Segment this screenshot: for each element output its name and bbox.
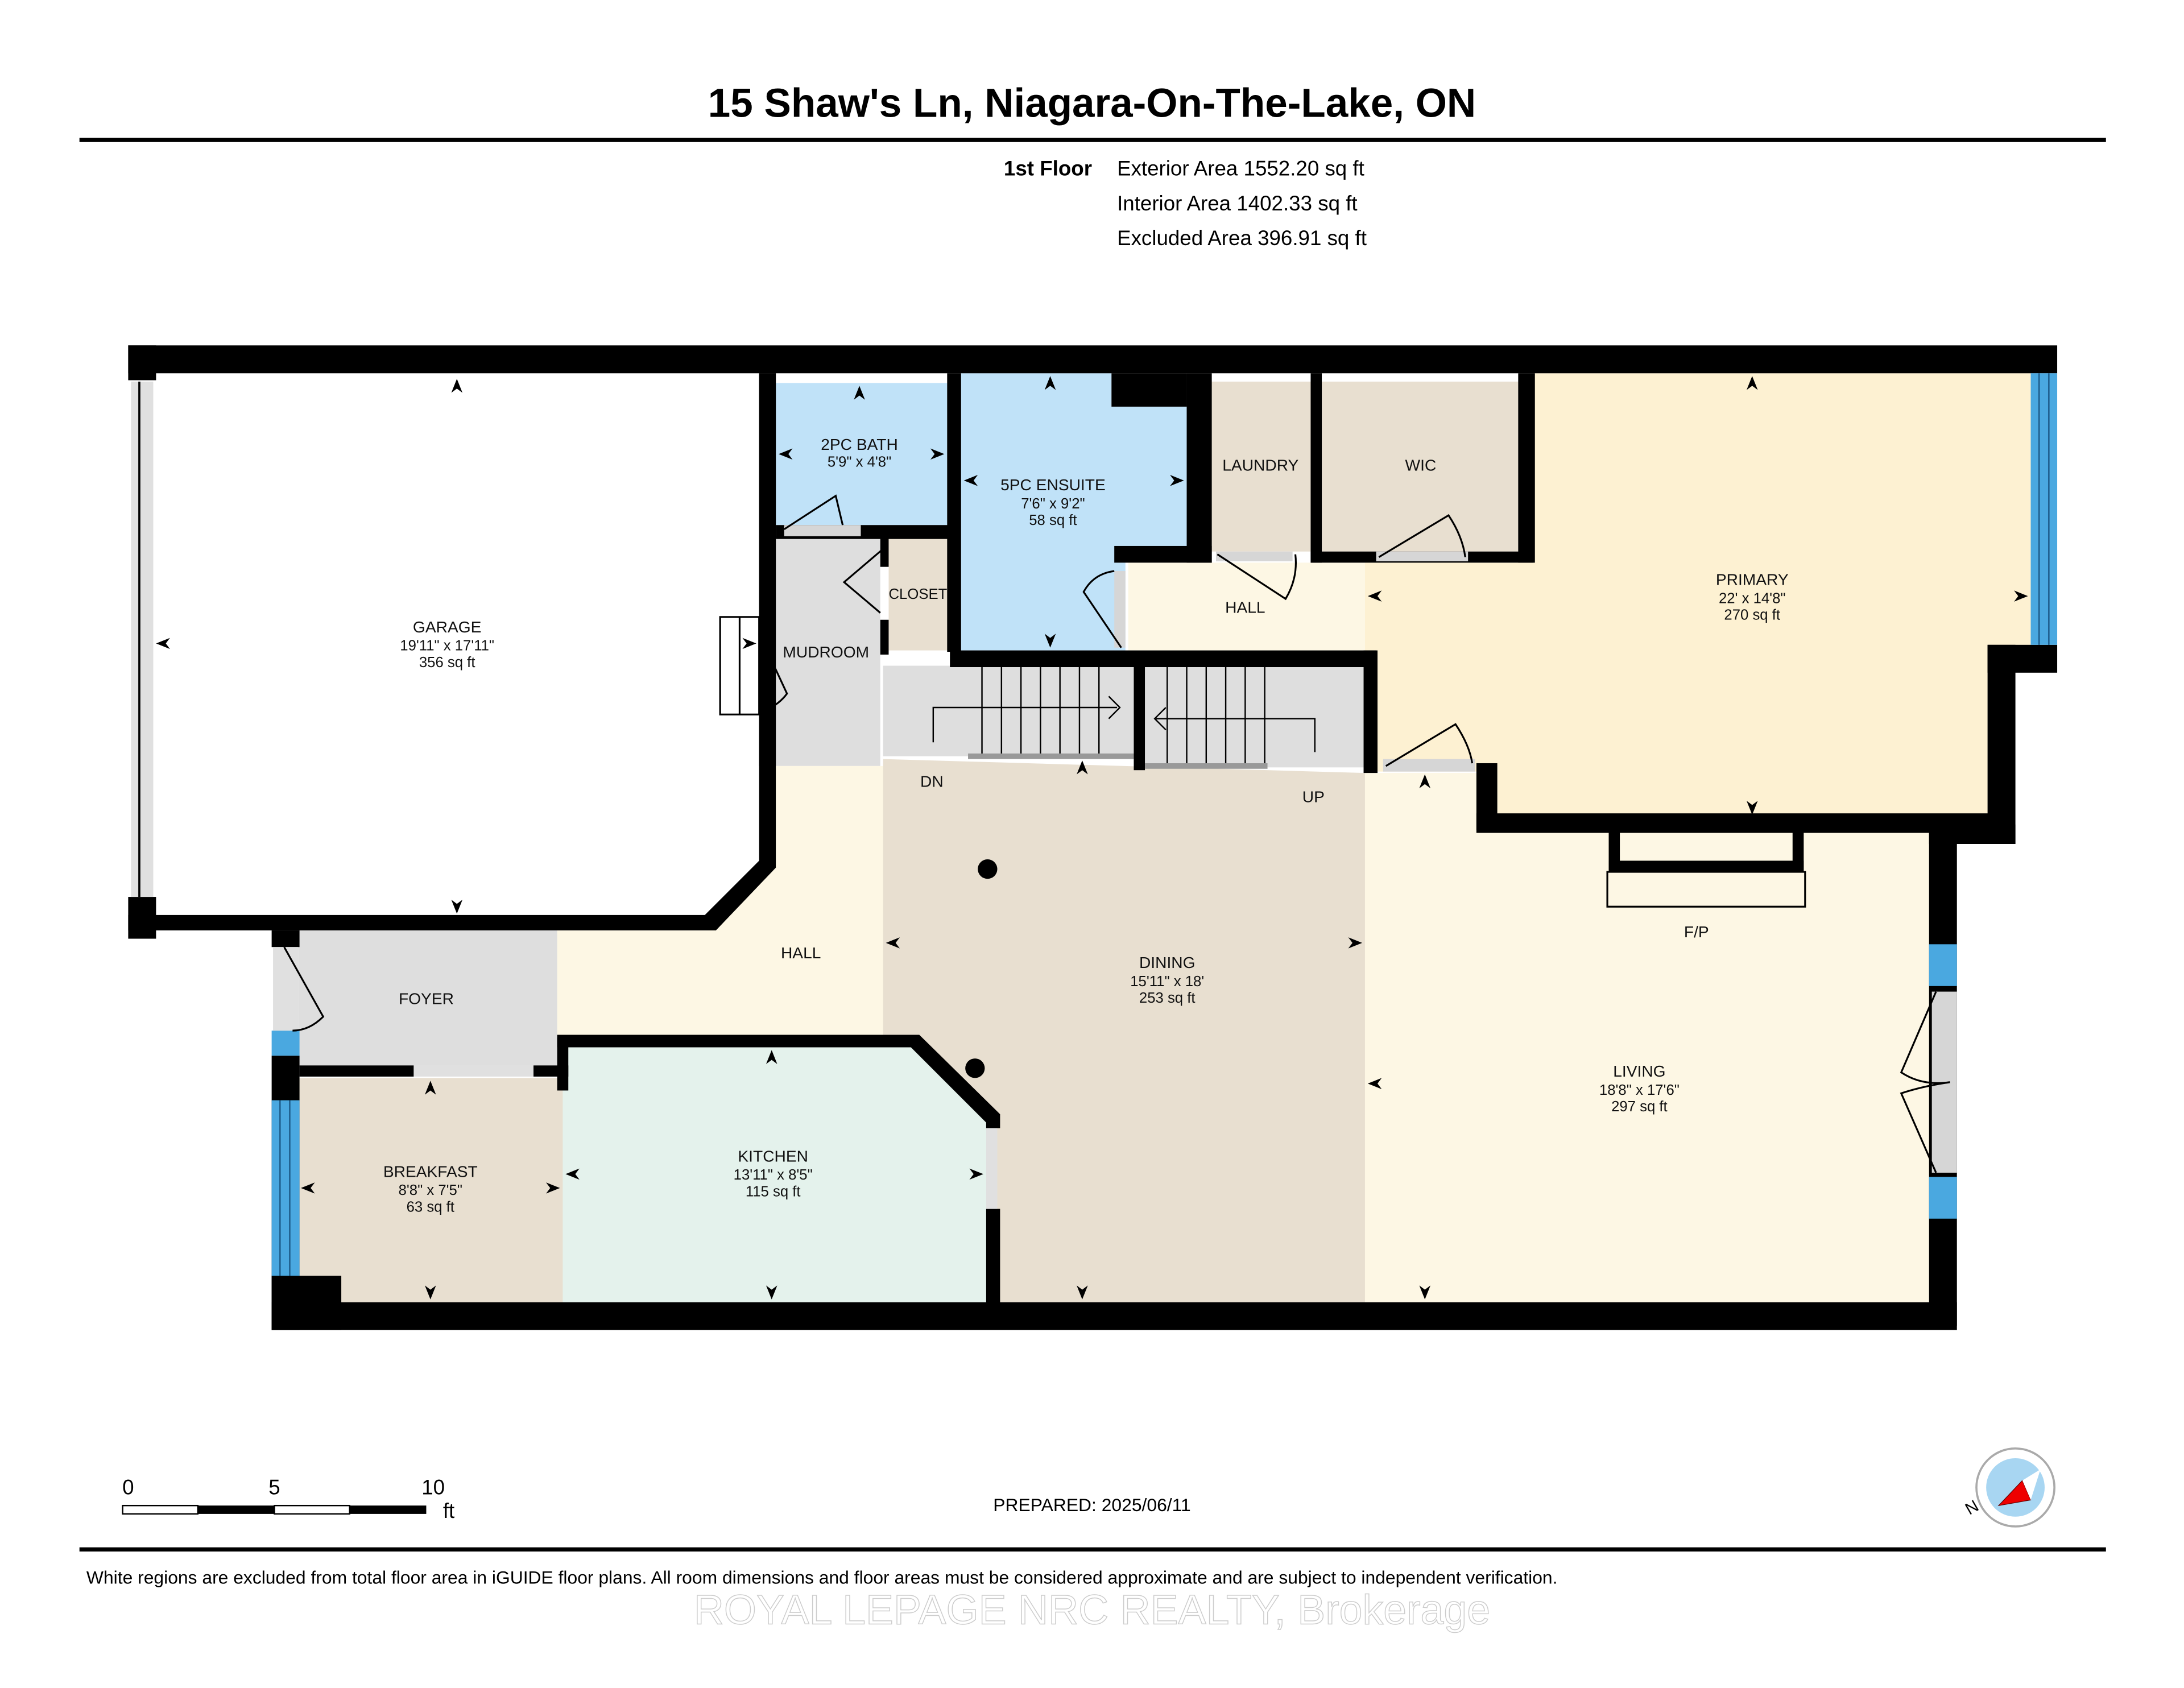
room-label-hall-upper: HALL (1225, 598, 1265, 616)
svg-text:22' x 14'8": 22' x 14'8" (1719, 590, 1786, 606)
room-5pc-ensuite[interactable] (961, 373, 1187, 651)
svg-text:15'11" x 18': 15'11" x 18' (1130, 974, 1204, 990)
room-mudroom[interactable] (776, 536, 880, 766)
scale-bar: 0 5 10 ft (122, 1476, 454, 1522)
room-laundry[interactable] (1211, 381, 1311, 552)
watermark: ROYAL LEPAGE NRC REALTY, Brokerage (694, 1586, 1490, 1633)
svg-text:8'8" x 7'5": 8'8" x 7'5" (399, 1182, 462, 1198)
room-label-laundry: LAUNDRY (1222, 457, 1298, 474)
room-label-kitchen: KITCHEN (738, 1147, 808, 1165)
stair-treads (932, 665, 1806, 908)
exterior-area: Exterior Area 1552.20 sq ft (1117, 157, 1364, 180)
room-label-hall-lower: HALL (781, 944, 821, 962)
room-foyer[interactable] (298, 930, 557, 1067)
room-label-dining: DINING (1139, 954, 1196, 971)
floor-label: 1st Floor (1004, 157, 1092, 180)
prepared-date: PREPARED: 2025/06/11 (993, 1495, 1190, 1515)
stairs-up[interactable] (1145, 665, 1364, 768)
svg-text:253 sq ft: 253 sq ft (1139, 990, 1196, 1006)
svg-text:18'8" x 17'6": 18'8" x 17'6" (1599, 1082, 1680, 1098)
column-dining (978, 859, 998, 879)
interior-area: Interior Area 1402.33 sq ft (1117, 192, 1358, 215)
svg-text:7'6" x 9'2": 7'6" x 9'2" (1021, 496, 1085, 512)
svg-text:270 sq ft: 270 sq ft (1724, 607, 1780, 623)
svg-text:19'11" x 17'11": 19'11" x 17'11" (400, 638, 494, 654)
room-wic[interactable] (1322, 381, 1519, 552)
svg-text:5: 5 (268, 1476, 280, 1499)
excluded-area: Excluded Area 396.91 sq ft (1117, 226, 1367, 250)
svg-text:0: 0 (122, 1476, 134, 1499)
doors (273, 494, 1957, 1209)
stairs-up-label: UP (1302, 788, 1325, 806)
compass-icon: N (1962, 1447, 2055, 1528)
page-title: 15 Shaw's Ln, Niagara-On-The-Lake, ON (708, 81, 1476, 126)
dimension-arrows (156, 376, 2028, 1300)
room-2pc-bath[interactable] (776, 383, 948, 526)
room-closet[interactable] (888, 539, 949, 651)
room-kitchen[interactable] (562, 1047, 986, 1302)
room-label-breakfast: BREAKFAST (383, 1162, 478, 1180)
room-garage[interactable] (153, 373, 759, 917)
svg-text:297 sq ft: 297 sq ft (1611, 1099, 1668, 1115)
room-label-primary: PRIMARY (1716, 571, 1789, 589)
room-label-foyer: FOYER (399, 990, 454, 1008)
svg-text:13'11" x 8'5": 13'11" x 8'5" (734, 1167, 813, 1183)
room-label-wic: WIC (1405, 457, 1437, 474)
room-living[interactable] (1364, 773, 1929, 1302)
room-label-garage: GARAGE (413, 618, 481, 636)
room-label-2pc-bath: 2PC BATH (821, 436, 898, 453)
room-label-mudroom: MUDROOM (783, 643, 869, 661)
disclaimer: White regions are excluded from total fl… (86, 1567, 1558, 1587)
stairs-down-label: DN (920, 773, 944, 791)
svg-text:5'9" x 4'8": 5'9" x 4'8" (828, 454, 891, 470)
svg-text:58 sq ft: 58 sq ft (1029, 512, 1077, 528)
room-label-living: LIVING (1613, 1062, 1665, 1080)
room-label-ensuite: 5PC ENSUITE (1000, 476, 1106, 494)
svg-text:10: 10 (421, 1476, 445, 1499)
room-label-closet: CLOSET (888, 586, 947, 602)
footer-divider (79, 1547, 2106, 1552)
stairs-down[interactable] (883, 665, 1134, 756)
svg-text:115 sq ft: 115 sq ft (746, 1184, 801, 1200)
windows (131, 373, 2058, 1276)
svg-text:63 sq ft: 63 sq ft (407, 1199, 454, 1215)
room-breakfast[interactable] (298, 1078, 563, 1302)
room-fills (153, 373, 2031, 1302)
room-primary[interactable] (1364, 373, 2031, 818)
header-divider (79, 138, 2106, 142)
room-hall-upper[interactable] (1128, 562, 1365, 651)
svg-text:356 sq ft: 356 sq ft (419, 655, 475, 671)
room-hall-lower[interactable] (557, 766, 883, 1038)
room-dining[interactable] (883, 759, 1365, 1302)
fireplace-label: F/P (1684, 923, 1709, 941)
column-kitchen (965, 1058, 985, 1078)
svg-text:ft: ft (443, 1499, 454, 1522)
